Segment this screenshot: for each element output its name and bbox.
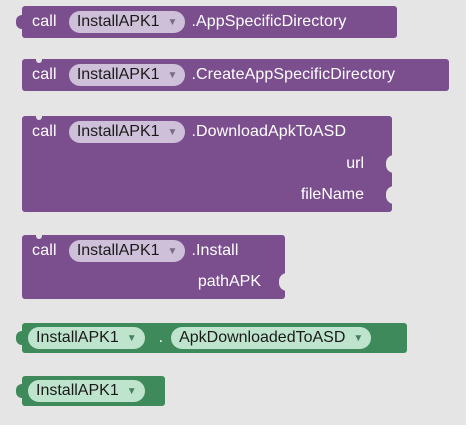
component-name: InstallAPK1 (76, 123, 160, 140)
component-dropdown[interactable]: InstallAPK1 ▼ (28, 327, 145, 349)
apkdownloadedtoasd-property-block[interactable]: InstallAPK1 ▼ . ApkDownloadedToASD ▼ (16, 323, 407, 353)
triangle-down-icon: ▼ (126, 385, 137, 397)
call-createappspecificdirectory-block[interactable]: call InstallAPK1 ▼ .CreateAppSpecificDir… (22, 59, 449, 91)
property-dropdown[interactable]: ApkDownloadedToASD ▼ (171, 327, 372, 349)
value-plug (16, 15, 22, 29)
url-input-socket[interactable] (386, 155, 394, 173)
call-keyword: call (32, 242, 57, 259)
component-dropdown[interactable]: InstallAPK1 ▼ (68, 64, 186, 86)
installapk1-component-block[interactable]: InstallAPK1 ▼ (16, 376, 165, 406)
component-name: InstallAPK1 (76, 242, 160, 259)
component-name: InstallAPK1 (36, 382, 119, 399)
component-dropdown[interactable]: InstallAPK1 ▼ (68, 11, 186, 33)
method-name: .CreateAppSpecificDirectory (191, 66, 396, 83)
component-dropdown[interactable]: InstallAPK1 ▼ (68, 121, 186, 143)
property-separator: . (158, 329, 164, 346)
call-keyword: call (32, 13, 57, 30)
triangle-down-icon: ▼ (167, 126, 178, 138)
previous-connection-notch (36, 59, 42, 63)
method-name: .Install (191, 242, 239, 259)
triangle-down-icon: ▼ (126, 332, 137, 344)
triangle-down-icon: ▼ (167, 69, 178, 81)
call-keyword: call (32, 66, 57, 83)
call-keyword: call (32, 123, 57, 140)
param-pathapk-label: pathAPK (197, 273, 261, 290)
param-filename-label: fileName (300, 186, 364, 203)
component-name: InstallAPK1 (36, 329, 119, 346)
triangle-down-icon: ▼ (167, 16, 178, 28)
component-name: InstallAPK1 (76, 66, 160, 83)
call-downloadapktoasd-block[interactable]: call InstallAPK1 ▼ .DownloadApkToASD url… (22, 116, 394, 212)
value-plug (16, 331, 22, 345)
triangle-down-icon: ▼ (353, 332, 364, 344)
call-appspecificdirectory-block[interactable]: call InstallAPK1 ▼ .AppSpecificDirectory (16, 6, 397, 38)
triangle-down-icon: ▼ (167, 245, 178, 257)
previous-connection-notch (36, 235, 42, 239)
call-install-block[interactable]: call InstallAPK1 ▼ .Install pathAPK (22, 235, 287, 299)
param-url-label: url (346, 155, 364, 172)
pathapk-input-socket[interactable] (279, 273, 287, 291)
property-name: ApkDownloadedToASD (179, 329, 346, 346)
component-name: InstallAPK1 (76, 13, 160, 30)
component-dropdown[interactable]: InstallAPK1 ▼ (68, 240, 186, 262)
filename-input-socket[interactable] (386, 186, 394, 204)
previous-connection-notch (36, 116, 42, 120)
component-dropdown[interactable]: InstallAPK1 ▼ (28, 380, 145, 402)
method-name: .AppSpecificDirectory (191, 13, 347, 30)
value-plug (16, 384, 22, 398)
method-name: .DownloadApkToASD (191, 123, 347, 140)
